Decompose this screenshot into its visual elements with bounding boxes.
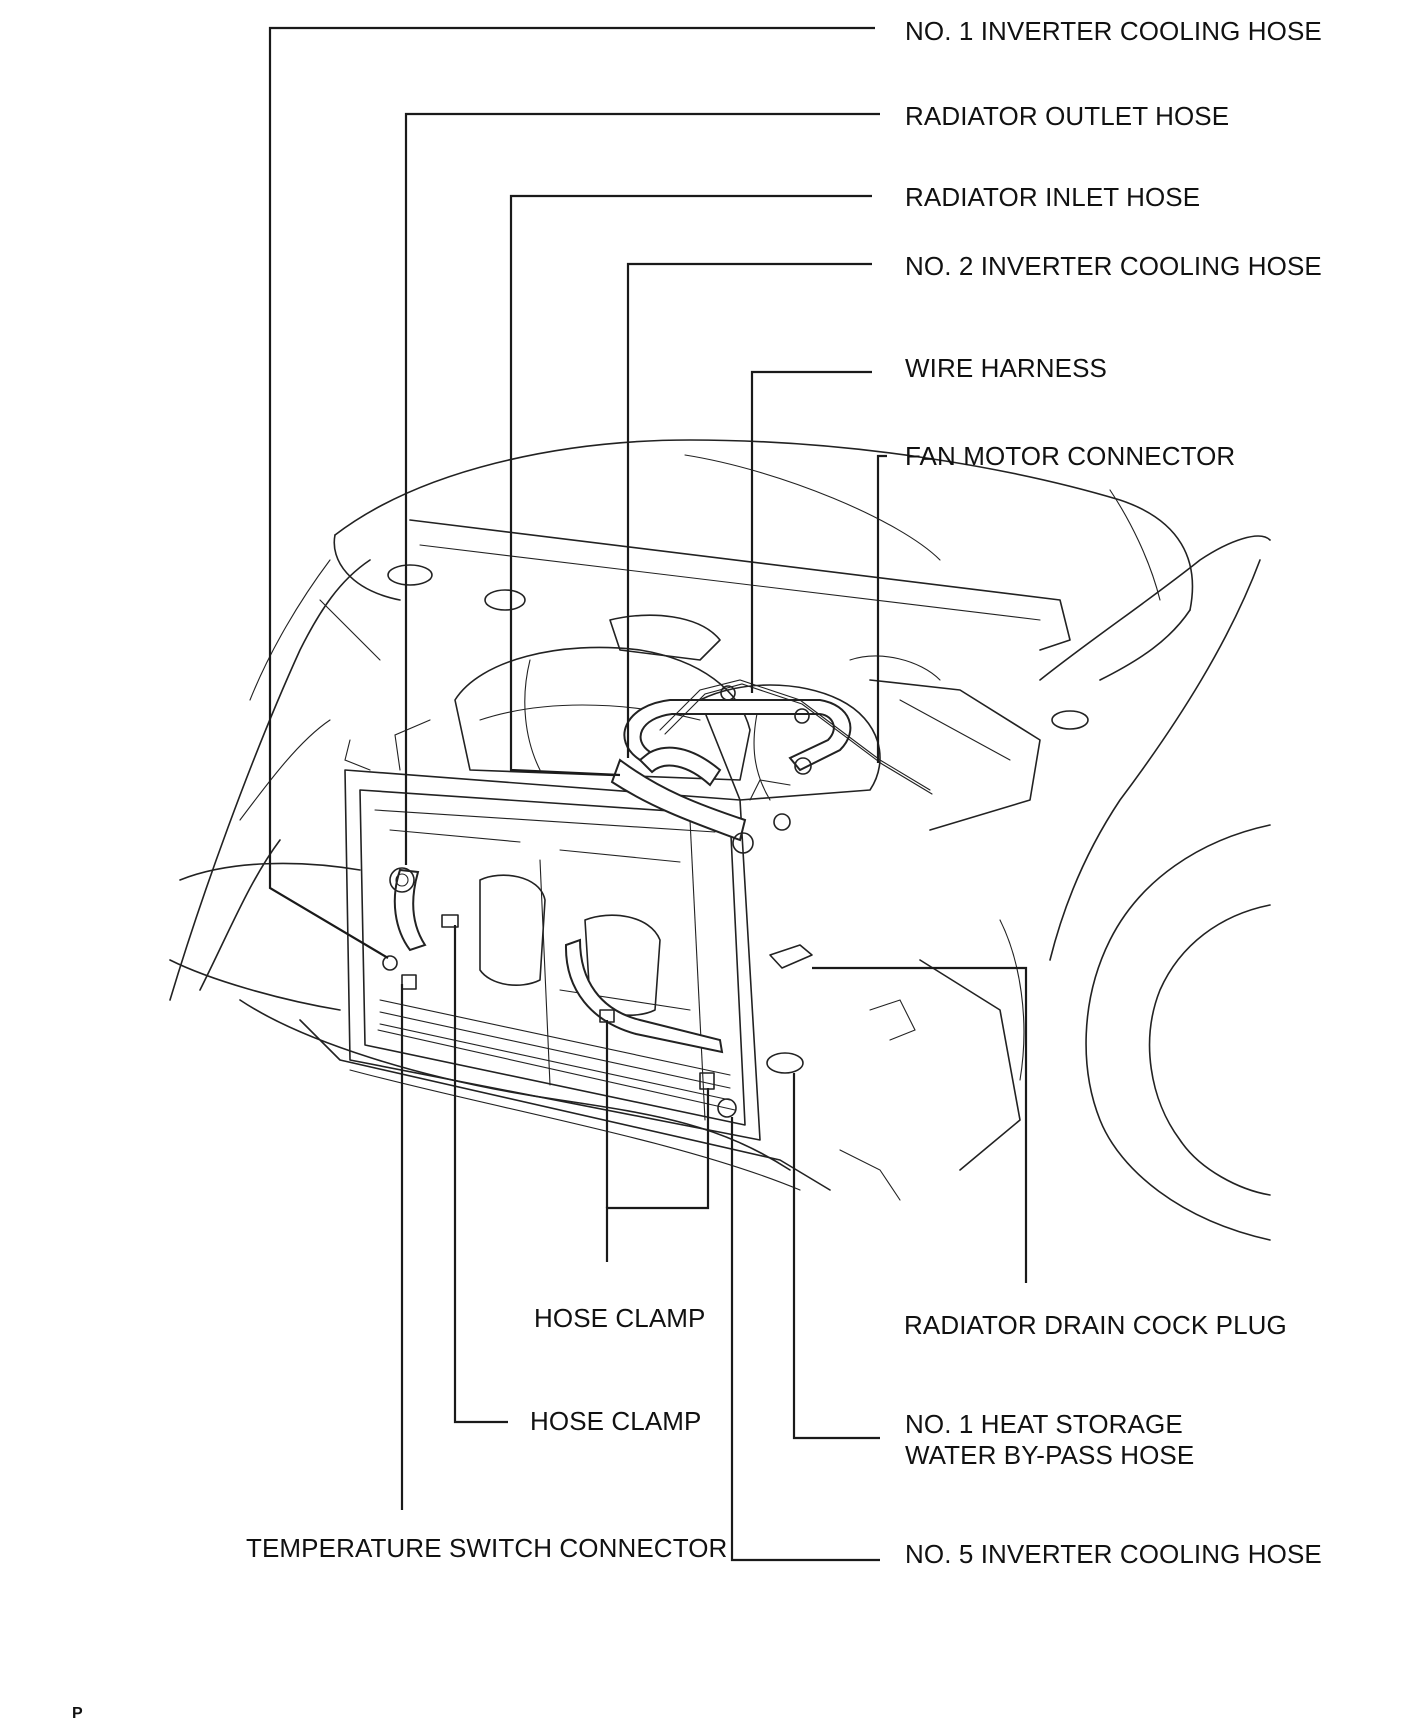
leader-radiator-drain-cock-plug xyxy=(812,966,1028,1283)
leader-no1-heat-storage-bypass-hose xyxy=(792,1073,880,1440)
page-mark: P xyxy=(72,1705,83,1722)
label-hose-clamp-left: HOSE CLAMP xyxy=(530,1406,702,1436)
label-radiator-outlet-hose: RADIATOR OUTLET HOSE xyxy=(905,101,1230,131)
leader-wire-harness xyxy=(750,370,872,693)
leader-lines xyxy=(268,26,1028,1562)
label-no2-inverter-cooling-hose: NO. 2 INVERTER COOLING HOSE xyxy=(905,251,1322,281)
leader-radiator-inlet-hose xyxy=(509,194,872,777)
label-no1-inverter-cooling-hose: NO. 1 INVERTER COOLING HOSE xyxy=(905,16,1322,46)
label-no1-heat-storage-bypass-hose: NO. 1 HEAT STORAGE WATER BY-PASS HOSE xyxy=(905,1409,1195,1470)
leader-hose-clamp-lower xyxy=(605,1088,710,1262)
leader-fan-motor-connector xyxy=(876,454,887,763)
label-no5-inverter-cooling-hose: NO. 5 INVERTER COOLING HOSE xyxy=(905,1539,1322,1569)
label-wire-harness: WIRE HARNESS xyxy=(905,353,1108,383)
label-hose-clamp-lower: HOSE CLAMP xyxy=(534,1303,706,1333)
leader-no2-inverter-cooling-hose xyxy=(626,262,872,758)
label-radiator-drain-cock-plug: RADIATOR DRAIN COCK PLUG xyxy=(904,1310,1287,1340)
label-temperature-switch-connector: TEMPERATURE SWITCH CONNECTOR xyxy=(246,1533,728,1563)
leader-hose-clamp-left xyxy=(453,925,508,1424)
leader-radiator-outlet-hose xyxy=(404,112,880,865)
leader-no1-inverter-cooling-hose xyxy=(268,26,875,959)
vehicle-line-art xyxy=(169,439,1271,1241)
leader-no5-inverter-cooling-hose xyxy=(730,1117,880,1562)
label-fan-motor-connector: FAN MOTOR CONNECTOR xyxy=(905,441,1236,471)
label-radiator-inlet-hose: RADIATOR INLET HOSE xyxy=(905,182,1201,212)
